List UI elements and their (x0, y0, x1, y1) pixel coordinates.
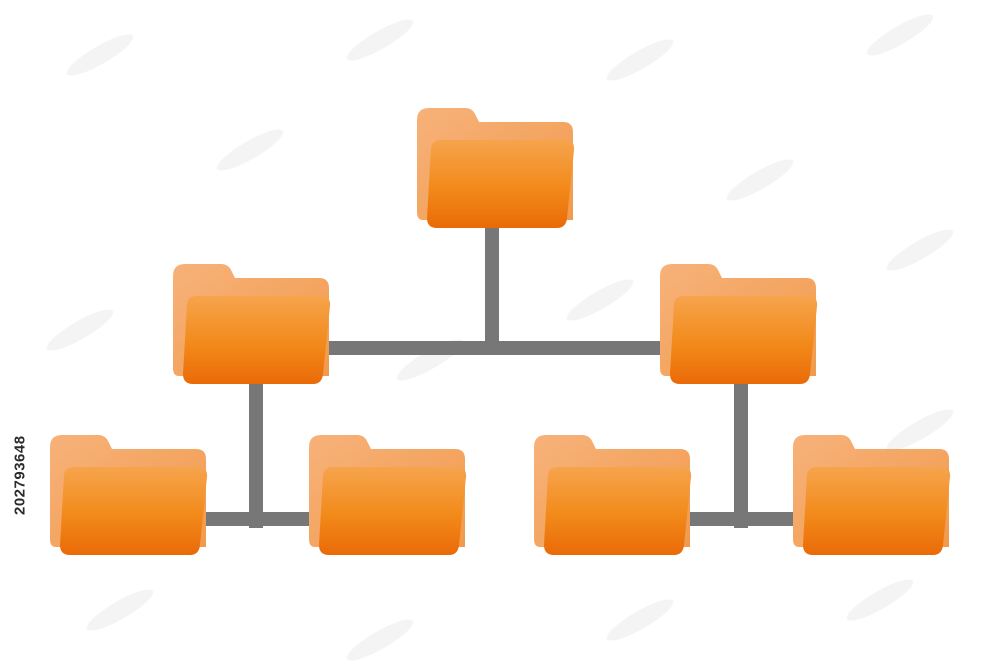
connector-root-stem (485, 225, 499, 351)
connector-right-bar (682, 512, 804, 526)
connector-right-stem (734, 380, 748, 528)
connector-left-stem (249, 380, 263, 528)
stock-id-label: 202793648 (11, 435, 29, 515)
watermark (46, 14, 954, 661)
watermark-row (46, 14, 954, 661)
folder-icon (793, 435, 951, 555)
folder-icon (534, 435, 692, 555)
folder-icon (50, 435, 208, 555)
folder-right (660, 264, 818, 384)
folder-icon (173, 264, 331, 384)
folder-root (417, 108, 575, 228)
folder-icon (417, 108, 575, 228)
connector-level1-bar (320, 341, 674, 355)
folder-left-a (50, 435, 208, 555)
folder-left (173, 264, 331, 384)
folder-right-a (534, 435, 692, 555)
connector-lines (200, 225, 804, 528)
folder-icon (660, 264, 818, 384)
folder-left-b (309, 435, 467, 555)
folder-right-b (793, 435, 951, 555)
connector-left-bar (200, 512, 322, 526)
folder-icon (309, 435, 467, 555)
